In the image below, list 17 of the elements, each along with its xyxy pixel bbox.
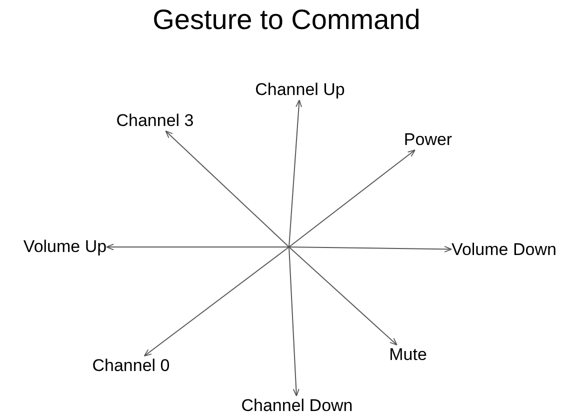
arrow xyxy=(288,246,300,396)
command-label: Mute xyxy=(389,345,427,365)
command-label: Channel 3 xyxy=(116,111,194,131)
command-label: Volume Up xyxy=(23,237,107,257)
arrow xyxy=(288,100,302,248)
command-label: Channel 0 xyxy=(92,356,170,376)
arrow xyxy=(288,150,416,248)
command-label: Power xyxy=(404,130,452,150)
diagram-title: Gesture to Command xyxy=(152,4,422,36)
arrow xyxy=(165,130,290,248)
arrow xyxy=(288,246,398,346)
command-label: Channel Down xyxy=(241,396,353,416)
command-label: Volume Down xyxy=(452,240,556,260)
arrow xyxy=(288,246,452,252)
command-label: Channel Up xyxy=(255,80,345,100)
arrow xyxy=(106,244,290,250)
arrow xyxy=(144,246,290,356)
